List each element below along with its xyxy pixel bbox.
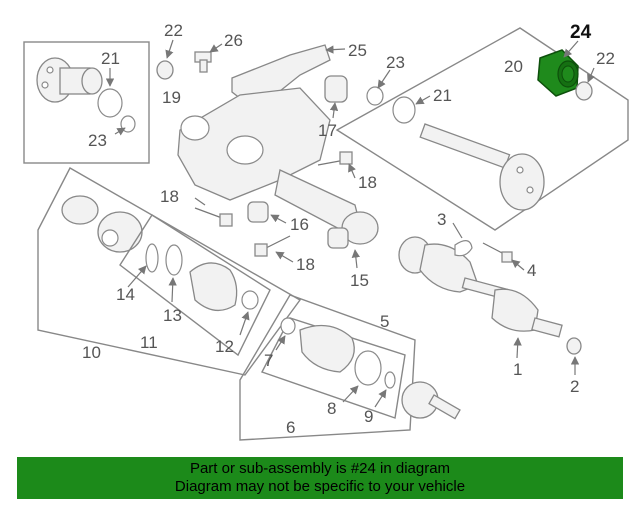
- banner-line-2: Diagram may not be specific to your vehi…: [174, 478, 466, 495]
- callout-8: 8: [327, 399, 336, 418]
- callout-17: 17: [318, 121, 337, 140]
- callout-6: 6: [286, 418, 295, 437]
- boot-11: [189, 262, 238, 312]
- bushing-15: [327, 227, 349, 249]
- callout-14: 14: [116, 285, 135, 304]
- callout-19: 19: [162, 88, 181, 107]
- bolt-18-left: [194, 207, 233, 227]
- banner-line-1: Part or sub-assembly is #24 in diagram: [189, 460, 451, 477]
- callout-11: 11: [140, 333, 158, 352]
- band-13: [165, 244, 183, 276]
- seal-22-right: [575, 81, 593, 101]
- callout-5: 5: [380, 312, 389, 331]
- parts-diagram: 22 26 25 21 19 23 17 23 20 21 24 22 18 1…: [23, 21, 629, 441]
- callout-21-right: 21: [433, 86, 452, 105]
- callout-3: 3: [437, 210, 446, 229]
- bushing-16: [247, 201, 269, 223]
- circlip-14: [145, 243, 159, 273]
- callout-18-upper: 18: [358, 173, 377, 192]
- washer-21-right: [392, 96, 416, 124]
- inset-box-20: [335, 27, 629, 231]
- callout-15: 15: [350, 271, 369, 290]
- callout-9: 9: [364, 407, 373, 426]
- callout-22-top: 22: [164, 21, 183, 40]
- callout-23-left: 23: [88, 131, 107, 150]
- inset-box-10: [37, 167, 302, 376]
- clamp-12: [241, 290, 259, 310]
- circlip-9: [384, 371, 396, 389]
- bolt-18-lower: [254, 235, 291, 257]
- callout-1: 1: [513, 360, 522, 379]
- bolt-18-upper: [317, 151, 353, 166]
- callout-13: 13: [163, 306, 182, 325]
- outer-cv-joint: [401, 381, 461, 420]
- differential-housing: [177, 87, 379, 245]
- callout-7: 7: [264, 351, 273, 370]
- clamp-7: [280, 317, 296, 335]
- drive-shaft-1: [398, 236, 563, 338]
- callout-25: 25: [348, 41, 367, 60]
- boot-6: [299, 324, 355, 373]
- callout-20: 20: [504, 57, 523, 76]
- bolt-4: [482, 242, 513, 263]
- callout-18-lower: 18: [296, 255, 315, 274]
- inset-box-11: [119, 214, 271, 357]
- washer-21-left: [97, 88, 123, 118]
- seal-22-top: [156, 60, 174, 80]
- info-banner: Part or sub-assembly is #24 in diagram D…: [17, 457, 623, 499]
- clip-3: [454, 240, 473, 257]
- callout-26: 26: [224, 31, 243, 50]
- callout-21-left: 21: [101, 49, 120, 68]
- callout-2: 2: [570, 377, 579, 396]
- bolt-26: [194, 51, 212, 73]
- inset-box-19: [23, 41, 150, 164]
- callout-18-left: 18: [160, 187, 179, 206]
- seal-23-right: [366, 86, 384, 106]
- nut-2: [566, 337, 582, 355]
- callout-4: 4: [527, 261, 536, 280]
- band-8: [354, 350, 382, 386]
- mount-bushing-17: [324, 75, 348, 103]
- flange-part-19: [36, 57, 103, 103]
- callout-10: 10: [82, 343, 101, 362]
- cv-joint-10: [61, 195, 143, 253]
- callout-23-right: 23: [386, 53, 405, 72]
- callout-12: 12: [215, 337, 234, 356]
- intermediate-shaft-20: [419, 123, 545, 211]
- bearing-24-highlighted: [537, 49, 579, 97]
- callout-22-right: 22: [596, 49, 615, 68]
- heat-shield-25: [231, 44, 331, 103]
- callout-16: 16: [290, 215, 309, 234]
- callout-24: 24: [570, 22, 592, 43]
